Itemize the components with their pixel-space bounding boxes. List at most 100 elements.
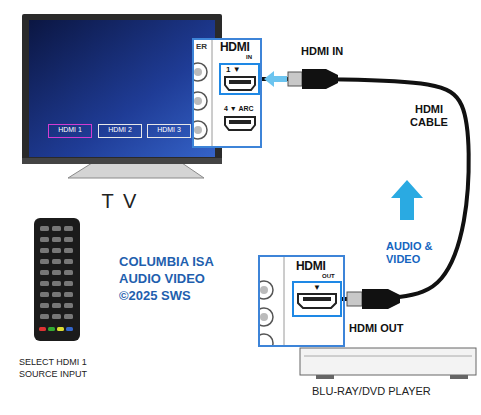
node-text: HDMI: [296, 260, 325, 274]
disc-slot: [304, 356, 472, 357]
node-text: BLU-RAY/DVD PLAYER: [312, 385, 431, 398]
hdmi-port: [225, 117, 255, 130]
jack: [194, 121, 207, 139]
node-text: 1 ▼: [226, 65, 241, 74]
remote-button: [64, 226, 73, 231]
source-button: HDMI 1: [48, 124, 92, 138]
remote-button: [64, 270, 73, 275]
instruction-note: SELECT HDMI 1 SOURCE INPUT: [18, 357, 112, 380]
hdmi-port-pins: [229, 120, 251, 124]
jack: [260, 281, 273, 299]
remote-button: [40, 303, 49, 308]
remote-button: [64, 248, 73, 253]
player-foot: [450, 375, 468, 379]
node-text: HDMI 3: [148, 126, 190, 134]
insert-arrow: [264, 71, 287, 87]
hdmi-out-port: ▼: [292, 281, 342, 317]
watermark: AUDIO VIDEO: [118, 271, 206, 287]
panel-divider: [212, 40, 213, 146]
hdmi-arc-port: 4 ▼ ARC: [219, 104, 260, 136]
hdmi-port: [225, 77, 255, 90]
watermark: COLUMBIA ISA: [118, 254, 215, 270]
remote-button: [52, 292, 61, 297]
remote-button: [40, 292, 49, 297]
remote-button: [52, 237, 61, 242]
source-button: HDMI 2: [98, 124, 142, 138]
remote-button: [40, 237, 49, 242]
node-text: HDMI 2: [99, 126, 141, 134]
tv-panel: [189, 38, 262, 148]
port-label: HDMI IN: [300, 45, 344, 58]
source-button: HDMI 3: [147, 124, 191, 138]
player-jacks: [260, 257, 284, 345]
remote-button: [57, 327, 64, 331]
remote-button: [66, 327, 73, 331]
player-output-panel: HDMIOUT▼: [258, 255, 345, 347]
jack: [194, 92, 207, 110]
remote-button: [52, 270, 61, 275]
jack-core: [194, 68, 202, 76]
plug-body: [302, 69, 338, 89]
plug-tip: [288, 72, 302, 86]
remote-button: [64, 281, 73, 286]
jack: [194, 63, 207, 81]
hdmi-port: [298, 294, 336, 308]
remote-button: [64, 237, 73, 242]
node-text: T V: [90, 190, 150, 213]
hdmi-cable: [260, 79, 469, 299]
jack: [260, 308, 273, 326]
panel-divider: [284, 257, 285, 345]
remote-button: [52, 281, 61, 286]
node-text: OUT: [322, 273, 335, 280]
tv-stand: [68, 163, 204, 178]
player-foot: [316, 375, 334, 379]
node-text: ▼: [313, 283, 321, 292]
remote-button: [64, 292, 73, 297]
watermark: ©2025 SWS: [118, 288, 192, 304]
player-node: BLU-RAY/DVD PLAYER: [300, 340, 478, 402]
tv-input-panel: HDMIIN1 ▼4 ▼ ARC: [192, 38, 262, 148]
player-panel: [255, 255, 345, 352]
port-label: HDMI OUT: [348, 322, 404, 335]
panel-fragment-text: ER: [195, 42, 208, 52]
jack-core: [260, 286, 268, 294]
node-text: 4 ▼ ARC: [224, 105, 254, 113]
cable-label: HDMI CABLE: [404, 103, 454, 129]
remote-button: [40, 259, 49, 264]
signal-label: AUDIO & VIDEO: [385, 240, 441, 266]
remote-button: [52, 303, 61, 308]
node-text: HDMI 1: [49, 126, 91, 134]
remote-button: [40, 270, 49, 275]
tv-screen: [29, 20, 215, 157]
remote-button: [52, 226, 61, 231]
remote-button: [48, 327, 55, 331]
hdmi-in-port: 1 ▼: [219, 63, 260, 95]
signal-arrow: [391, 180, 423, 220]
player-case: [300, 348, 476, 375]
remote-button: [40, 248, 49, 253]
remote-button: [64, 303, 73, 308]
tv-bezel-bottom: [22, 158, 222, 164]
tv-jacks: [194, 40, 212, 146]
remote-button: [64, 314, 73, 319]
remote-button: [52, 248, 61, 253]
plug-tip: [347, 292, 362, 306]
player-panel-ground: [258, 255, 345, 347]
remote-button: [39, 327, 46, 331]
remote-button: [52, 259, 61, 264]
jack: [260, 334, 273, 345]
remote-button: [40, 314, 49, 319]
jack-core: [194, 97, 202, 105]
node-text: HDMI: [220, 41, 249, 55]
remote-button: [40, 281, 49, 286]
remote-body: [34, 218, 80, 341]
remote-button: [64, 259, 73, 264]
player-body: [300, 348, 476, 379]
jack-core: [260, 313, 268, 321]
remote-button: [52, 314, 61, 319]
jack-core: [194, 126, 202, 134]
remote-button: [40, 226, 49, 231]
plug-body: [362, 289, 400, 309]
hdmi-port-pins: [303, 297, 331, 301]
